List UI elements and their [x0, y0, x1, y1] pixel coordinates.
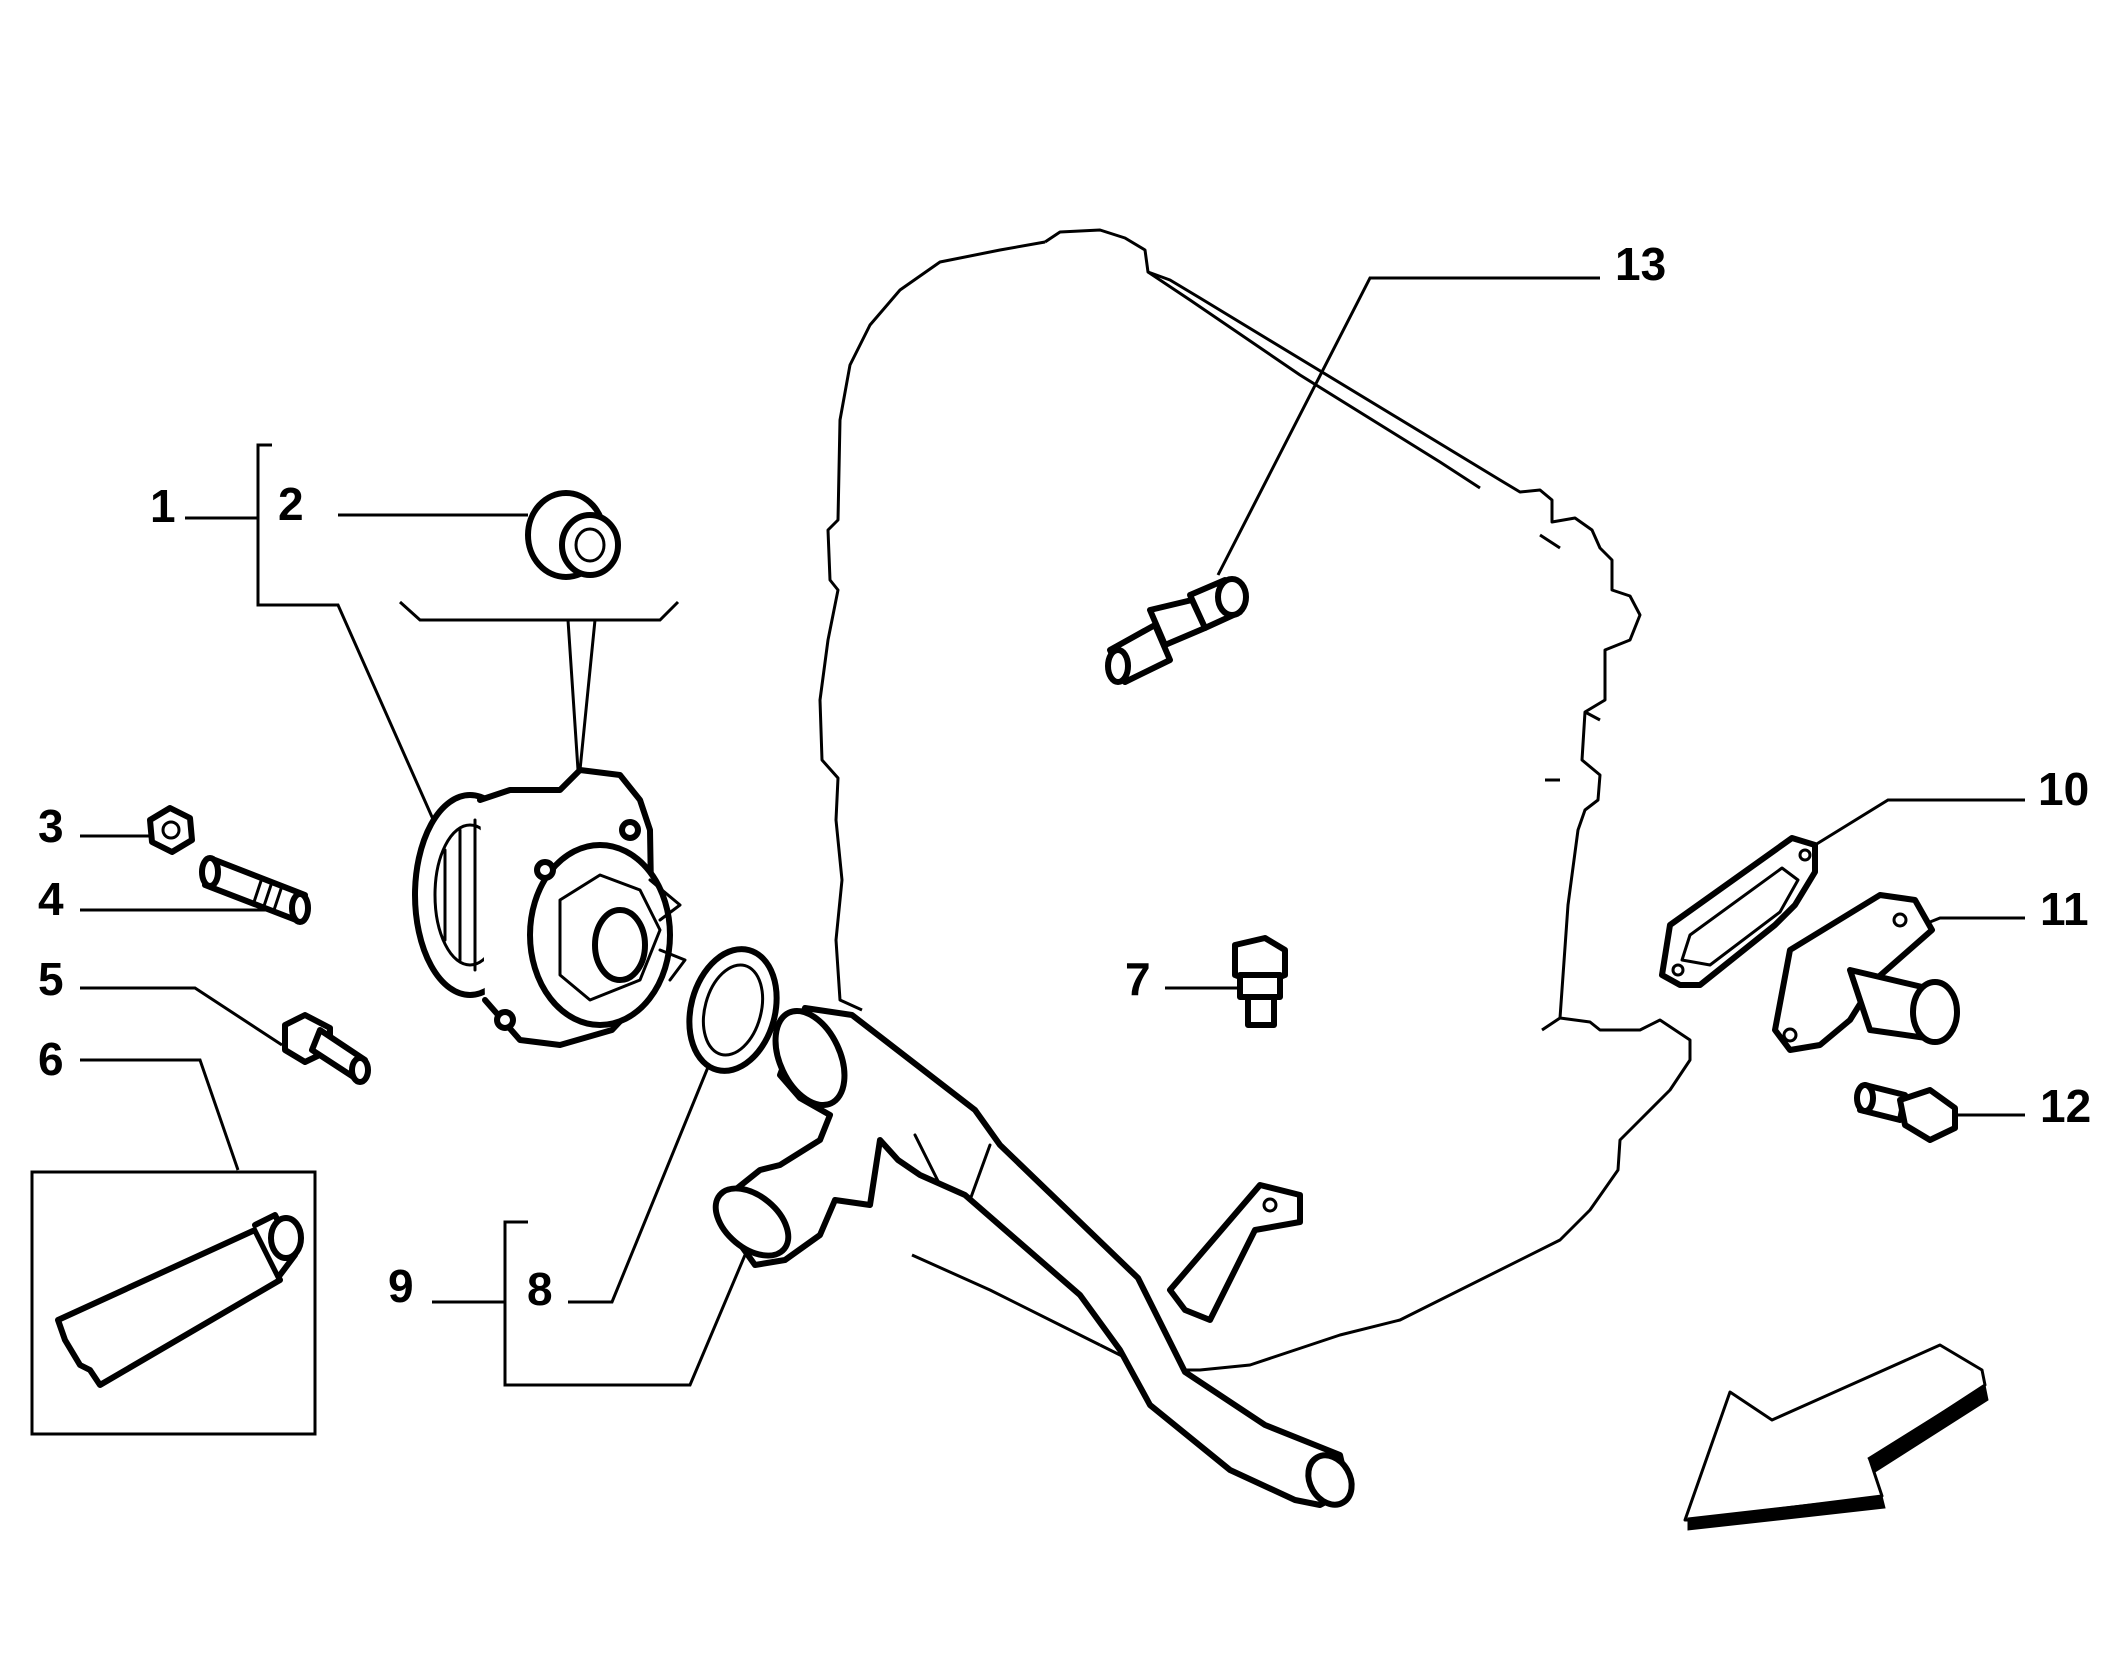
- callout-3: 3: [38, 800, 64, 852]
- callout-8: 8: [527, 1263, 553, 1315]
- part-5-fitting: [282, 1012, 371, 1085]
- callout-4: 4: [38, 873, 64, 925]
- part-1-water-pump: [412, 767, 687, 1048]
- part-8-o-ring: [686, 946, 780, 1074]
- callout-1: 1: [150, 480, 176, 532]
- part-12-bolt: [1854, 1082, 1958, 1143]
- callout-12: 12: [2040, 1080, 2091, 1132]
- part-11-thermostat-housing: [1772, 892, 1960, 1053]
- callout-11: 11: [2040, 883, 2089, 935]
- part-4-stud: [199, 855, 311, 925]
- part-7-drain-plug: [1232, 935, 1288, 1028]
- part-6-sealant-tube: [30, 1170, 317, 1436]
- callout-5: 5: [38, 953, 64, 1005]
- callout-6: 6: [38, 1033, 64, 1085]
- part-13-sensor: [1105, 576, 1249, 685]
- callout-7: 7: [1125, 953, 1151, 1005]
- callout-labels: 1 2 3 4 5 6 7 8 9 10 11 12 13: [38, 238, 2091, 1315]
- engine-block-outline: [818, 228, 1692, 1372]
- direction-arrow: [1683, 1343, 1989, 1531]
- part-2-plug: [525, 490, 621, 580]
- callout-13: 13: [1615, 238, 1666, 290]
- callout-10: 10: [2038, 763, 2089, 815]
- part-9-coolant-pipe: [712, 1005, 1355, 1508]
- callout-9: 9: [388, 1260, 414, 1312]
- part-3-nut: [147, 805, 195, 855]
- callout-2: 2: [278, 478, 304, 530]
- part-10-gasket: [1659, 835, 1818, 988]
